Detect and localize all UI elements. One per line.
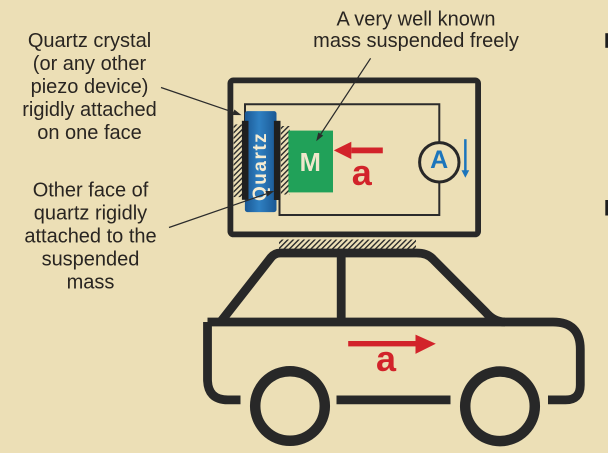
svg-text:A very well known: A very well known — [337, 9, 496, 31]
svg-text:Other face of: Other face of — [33, 179, 149, 201]
svg-text:quartz rigidly: quartz rigidly — [34, 202, 147, 224]
svg-text:a: a — [376, 338, 397, 379]
svg-text:M: M — [300, 149, 321, 177]
svg-text:suspended: suspended — [42, 248, 140, 270]
svg-text:Quartz: Quartz — [250, 132, 271, 201]
svg-text:piezo device): piezo device) — [31, 76, 149, 98]
svg-text:mass suspended freely: mass suspended freely — [313, 30, 519, 52]
svg-text:mass: mass — [67, 271, 115, 293]
svg-text:Quartz crystal: Quartz crystal — [28, 30, 151, 52]
svg-text:A: A — [430, 146, 448, 174]
svg-text:attached to the: attached to the — [24, 225, 156, 247]
svg-text:a: a — [352, 152, 373, 193]
svg-text:on one face: on one face — [37, 122, 142, 144]
svg-text:(or any other: (or any other — [33, 53, 147, 75]
svg-text:rigidly attached: rigidly attached — [22, 99, 157, 121]
